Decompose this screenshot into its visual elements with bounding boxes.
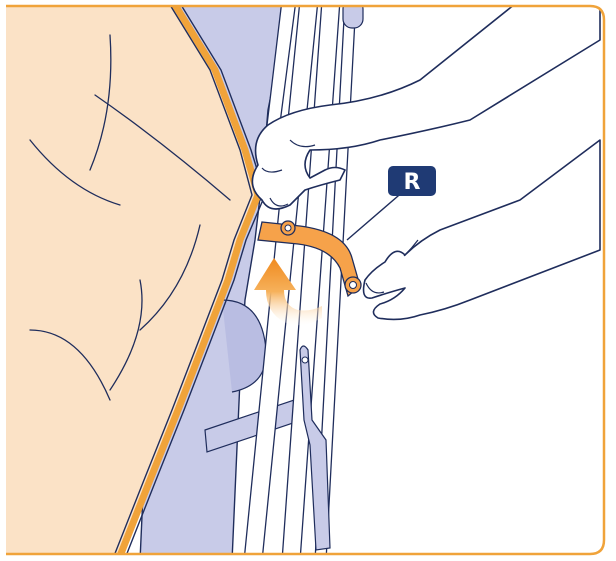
strap-rivet-right: [345, 277, 361, 293]
frame-knob: [343, 0, 363, 28]
strap-rivet-left: [281, 221, 295, 235]
callout-label: R: [404, 170, 421, 195]
strap-rivet: [302, 357, 308, 363]
label-r-icon: R: [388, 166, 436, 196]
